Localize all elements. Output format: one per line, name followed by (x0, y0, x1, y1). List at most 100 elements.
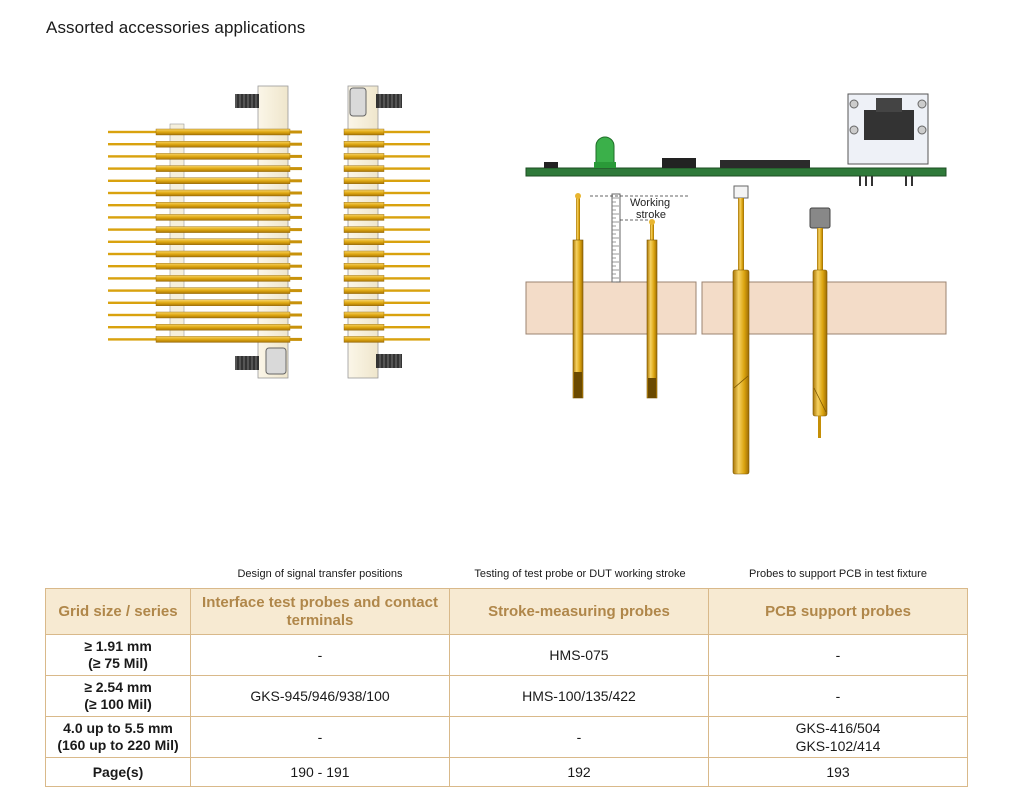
contact-pin (108, 262, 302, 270)
cell-line: HMS-100/135/422 (522, 688, 636, 704)
contact-terminal (343, 238, 430, 246)
cell-pcb: 193 (708, 757, 968, 787)
working-stroke-label: stroke (636, 209, 666, 221)
contact-terminal (343, 177, 430, 185)
contact-terminal (343, 336, 430, 343)
cell-grid-size: ≥ 2.54 mm(≥ 100 Mil) (45, 675, 191, 717)
interface-connector-illustration (108, 85, 430, 379)
cell-line: - (835, 647, 841, 663)
contact-terminal (343, 141, 430, 148)
table-row: Page(s) 190 - 191 192 193 (45, 757, 968, 787)
cell-line: 190 - 191 (290, 764, 350, 780)
table-captions: Design of signal transfer positions Test… (0, 568, 1014, 586)
contact-terminal (343, 323, 430, 331)
contact-pin (108, 336, 302, 343)
cell-interface: GKS-945/946/938/100 (190, 675, 450, 717)
contact-terminal (343, 128, 430, 136)
cell-line: Page(s) (92, 763, 144, 780)
cell-line: (≥ 100 Mil) (84, 696, 152, 712)
led-icon (594, 136, 616, 168)
screw-icon (376, 354, 402, 368)
contact-terminal (343, 287, 430, 294)
contact-terminal (343, 201, 430, 209)
contact-terminal (343, 299, 430, 307)
table-header-row: Grid size / series Interface test probes… (45, 588, 968, 635)
contact-terminal (343, 275, 430, 282)
contact-pin (108, 201, 302, 209)
cell-pcb: - (708, 634, 968, 676)
table-row: 4.0 up to 5.5 mm(160 up to 220 Mil) - - GKS… (45, 716, 968, 758)
stroke-measuring-probe (572, 193, 584, 399)
cell-interface: - (190, 634, 450, 676)
page-title: Assorted accessories applications (46, 18, 306, 37)
screw-icon (235, 94, 259, 108)
contact-pin (108, 214, 302, 221)
contact-pin (108, 238, 302, 246)
caption-stroke: Testing of test probe or DUT working str… (474, 568, 686, 580)
table-row: ≥ 1.91 mm(≥ 75 Mil) - HMS-075 - (45, 634, 968, 676)
cell-line: HMS-075 (549, 647, 609, 663)
cell-grid-size: Page(s) (45, 757, 191, 787)
product-table: Grid size / series Interface test probes… (45, 588, 968, 787)
cell-line: 4.0 up to 5.5 mm (63, 720, 173, 736)
probe-fixture-illustration: Working stroke (525, 93, 947, 475)
cell-stroke: HMS-075 (449, 634, 709, 676)
contact-pin (108, 165, 302, 172)
contact-pin (108, 311, 302, 319)
contact-terminal (343, 311, 430, 319)
connector-housing (847, 93, 929, 186)
cell-line: GKS-416/504 (795, 720, 881, 736)
screw-icon (235, 347, 287, 375)
stroke-measuring-probe (646, 219, 658, 399)
contact-pin (108, 323, 302, 331)
cell-interface: 190 - 191 (190, 757, 450, 787)
contact-pin (108, 287, 302, 294)
header-stroke: Stroke-measuring probes (449, 588, 709, 635)
pcb-support-probe (732, 185, 750, 475)
cell-line: 192 (567, 764, 591, 780)
contact-terminal (343, 214, 430, 221)
cell-stroke: - (449, 716, 709, 758)
contact-terminal (343, 153, 430, 160)
stroke-scale (590, 193, 690, 283)
header-grid-size: Grid size / series (45, 588, 191, 635)
cell-grid-size: ≥ 1.91 mm(≥ 75 Mil) (45, 634, 191, 676)
screw-icon (349, 87, 402, 117)
contact-pin (108, 128, 302, 136)
cell-line: GKS-945/946/938/100 (250, 688, 390, 704)
cell-line: - (835, 688, 841, 704)
cell-line: ≥ 1.91 mm (84, 638, 152, 654)
pcb-support-probe (809, 207, 831, 438)
contact-pin (108, 141, 302, 148)
contact-pin (108, 275, 302, 282)
cell-line: 193 (826, 764, 850, 780)
caption-pcb: Probes to support PCB in test fixture (749, 568, 927, 580)
cell-line: ≥ 2.54 mm (84, 679, 152, 695)
contact-terminal (343, 226, 430, 233)
cell-pcb: - (708, 675, 968, 717)
caption-interface: Design of signal transfer positions (237, 568, 403, 580)
contact-pin (108, 177, 302, 185)
cell-stroke: HMS-100/135/422 (449, 675, 709, 717)
cell-line: - (576, 729, 582, 745)
cell-line: GKS-102/414 (795, 738, 881, 754)
contact-pin (108, 189, 302, 197)
contact-pins (108, 128, 302, 343)
cell-line: - (317, 729, 323, 745)
contact-terminal (343, 165, 430, 172)
header-interface: Interface test probes and contact termin… (190, 588, 450, 635)
header-pcb: PCB support probes (708, 588, 968, 635)
contact-terminal (343, 250, 430, 258)
contact-pin (108, 153, 302, 160)
cell-stroke: 192 (449, 757, 709, 787)
contact-terminal (343, 189, 430, 197)
cell-interface: - (190, 716, 450, 758)
cell-line: (160 up to 220 Mil) (57, 737, 179, 753)
table-row: ≥ 2.54 mm(≥ 100 Mil) GKS-945/946/938/100 H… (45, 675, 968, 717)
contact-terminals (343, 128, 430, 343)
contact-pin (108, 250, 302, 258)
contact-pin (108, 226, 302, 233)
cell-line: - (317, 647, 323, 663)
cell-grid-size: 4.0 up to 5.5 mm(160 up to 220 Mil) (45, 716, 191, 758)
